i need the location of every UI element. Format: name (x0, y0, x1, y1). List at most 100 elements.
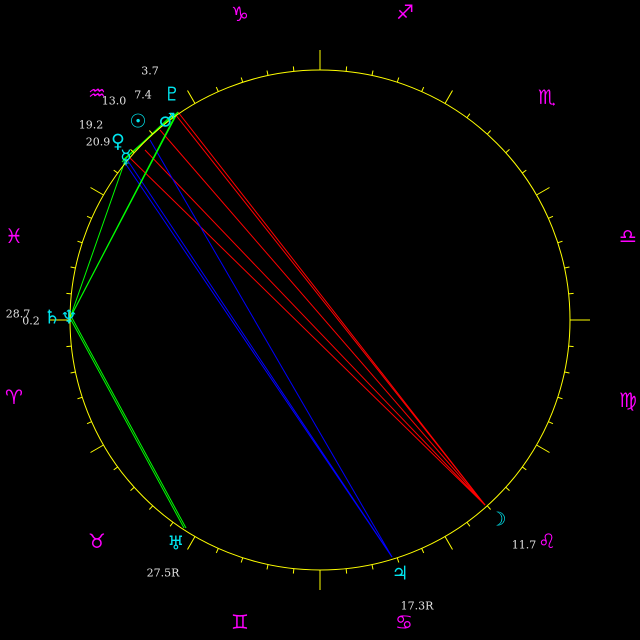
minor-tick (149, 130, 154, 135)
minor-tick (486, 505, 491, 510)
pisces-sign-icon: ♓ (5, 224, 23, 248)
minor-tick (371, 564, 374, 570)
mars-icon: ♂ (158, 109, 176, 132)
aspect-line (69, 113, 177, 319)
leo-sign-icon: ♌ (538, 529, 556, 553)
zodiac-circle (69, 69, 571, 571)
gemini-sign-icon: ♊ (231, 610, 249, 634)
libra-sign-icon: ♎ (619, 224, 637, 248)
neptune-degree-label: 0.2 (22, 314, 40, 328)
minor-tick (86, 421, 92, 425)
minor-tick (113, 169, 119, 174)
sign-boundary-tick (187, 536, 196, 550)
sun-degree-label: 13.0 (101, 94, 127, 108)
sun-icon: ☉ (129, 110, 147, 133)
minor-tick (240, 557, 244, 563)
uranus-degree-label: 27.5R (146, 566, 180, 580)
minor-tick (568, 345, 574, 348)
sign-boundary-tick (536, 187, 550, 196)
aspect-line (121, 114, 173, 163)
aspect-line (129, 157, 486, 506)
sign-boundary-tick (90, 444, 104, 453)
aspect-line (122, 159, 393, 558)
mars-degree-label: 7.4 (134, 88, 152, 102)
minor-tick (77, 396, 83, 400)
minor-tick (396, 77, 400, 83)
sign-boundary-tick (536, 444, 550, 453)
sign-boundary-tick (444, 90, 453, 104)
aspect-line (159, 129, 486, 506)
minor-tick (292, 66, 295, 72)
venus-degree-label: 19.2 (78, 118, 104, 132)
cancer-sign-icon: ♋ (395, 610, 413, 634)
minor-tick (240, 77, 244, 83)
minor-tick (557, 240, 563, 244)
minor-tick (421, 86, 425, 92)
jupiter-degree-label: 17.3R (400, 599, 434, 613)
minor-tick (466, 521, 471, 527)
minor-tick (345, 66, 348, 72)
minor-tick (86, 215, 92, 219)
minor-tick (548, 421, 554, 425)
mercury-degree-label: 20.9 (85, 135, 111, 149)
minor-tick (421, 548, 425, 554)
sign-boundary-tick (90, 187, 104, 196)
moon-degree-label: 11.7 (511, 538, 537, 552)
minor-tick (215, 86, 219, 92)
pluto-degree-label: 3.7 (141, 64, 159, 78)
minor-tick (70, 266, 76, 269)
minor-tick (130, 486, 135, 491)
aspect-line (69, 157, 127, 319)
minor-tick (505, 486, 510, 491)
minor-tick (505, 149, 510, 154)
aspect-line (125, 157, 393, 558)
minor-tick (266, 70, 269, 76)
taurus-sign-icon: ♉ (88, 529, 106, 553)
saturn-degree-label: 28.7 (5, 307, 31, 321)
venus-icon: ♀ (111, 130, 125, 153)
minor-tick (77, 240, 83, 244)
aquarius-sign-icon: ♒ (88, 81, 106, 105)
aspect-line (71, 317, 187, 529)
minor-tick (557, 396, 563, 400)
pluto-icon: ♇ (163, 83, 181, 106)
minor-tick (486, 130, 491, 135)
sagittarius-sign-icon: ♐ (396, 0, 414, 24)
neptune-icon: ♆ (60, 306, 78, 329)
saturn-icon: ♄ (43, 306, 61, 329)
minor-tick (292, 568, 295, 574)
minor-tick (70, 371, 76, 374)
minor-tick (169, 113, 174, 119)
virgo-sign-icon: ♍ (619, 388, 637, 412)
uranus-icon: ♅ (167, 532, 185, 555)
moon-icon: ☽ (489, 508, 507, 531)
aspect-line (144, 149, 486, 506)
minor-tick (548, 215, 554, 219)
minor-tick (130, 149, 135, 154)
sign-boundary-tick (187, 90, 196, 104)
scorpio-sign-icon: ♏ (538, 85, 556, 109)
aspect-line (174, 113, 486, 506)
minor-tick (396, 557, 400, 563)
minor-tick (169, 521, 174, 527)
minor-tick (568, 292, 574, 295)
minor-tick (564, 371, 570, 374)
aspect-line (149, 139, 393, 558)
minor-tick (521, 169, 527, 174)
minor-tick (564, 266, 570, 269)
aries-sign-icon: ♈ (5, 385, 23, 409)
sign-boundary-tick (444, 536, 453, 550)
minor-tick (345, 568, 348, 574)
jupiter-icon: ♃ (391, 562, 409, 585)
minor-tick (66, 292, 72, 295)
minor-tick (66, 345, 72, 348)
aspect-line (69, 317, 185, 529)
mercury-icon: ☿ (120, 146, 132, 169)
minor-tick (149, 505, 154, 510)
capricorn-sign-icon: ♑ (231, 2, 249, 26)
minor-tick (266, 564, 269, 570)
minor-tick (371, 70, 374, 76)
minor-tick (215, 548, 219, 554)
